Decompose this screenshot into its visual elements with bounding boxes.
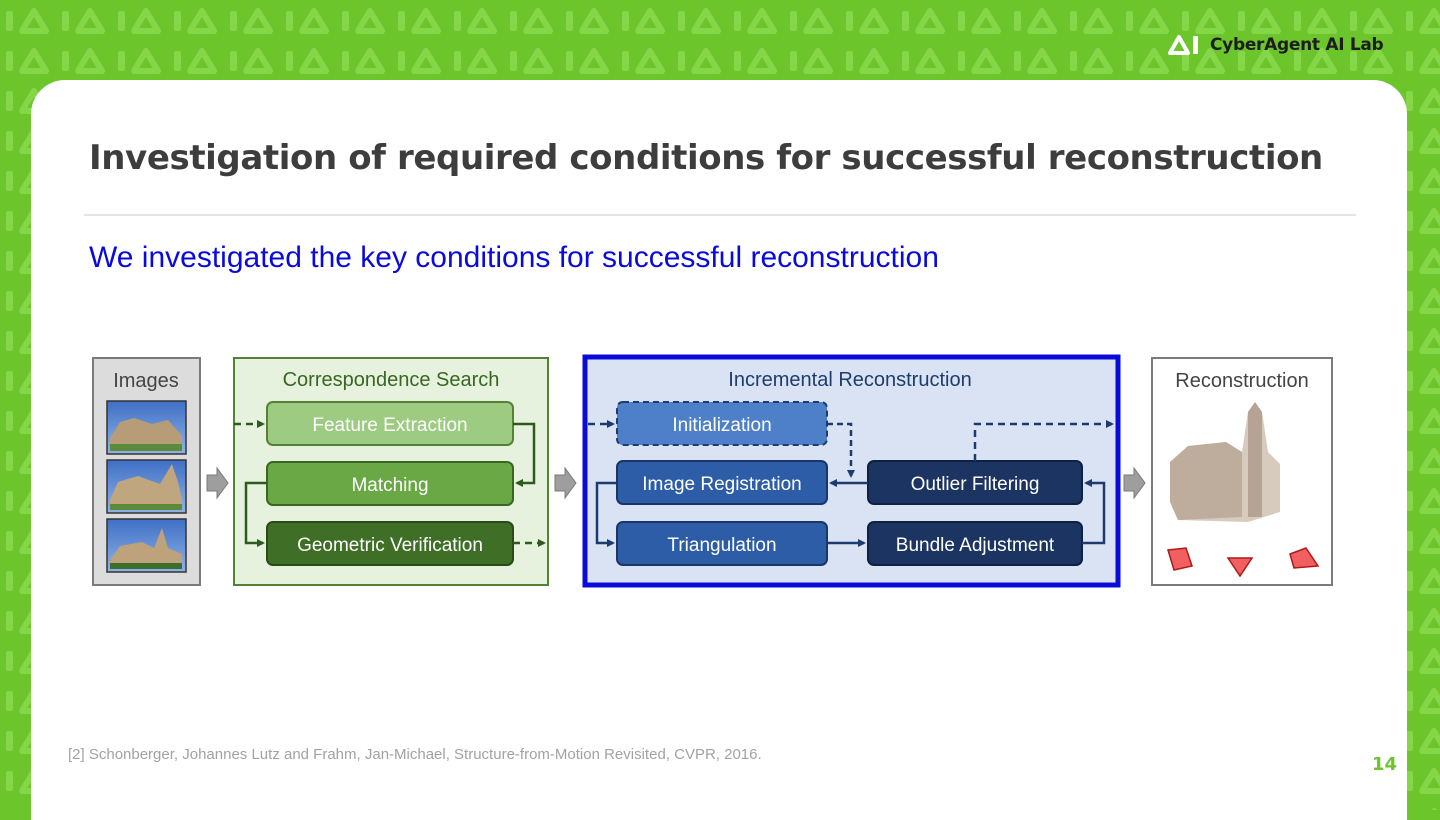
sfm-pipeline-diagram: Images Correspondence Search Feature Ext… xyxy=(92,354,1333,588)
correspondence-search-panel: Correspondence Search Feature Extraction… xyxy=(233,357,549,586)
flow-arrow xyxy=(554,466,577,500)
images-panel-label: Images xyxy=(113,370,179,392)
input-photo xyxy=(106,518,187,573)
cyberagent-ai-logo-icon xyxy=(1168,35,1198,55)
triangulation-label: Triangulation xyxy=(667,535,776,556)
initialization-label: Initialization xyxy=(672,415,771,436)
title-divider xyxy=(84,214,1356,216)
page-number: 14 xyxy=(1372,754,1398,775)
camera-frustum-icon xyxy=(1167,547,1320,578)
image-registration-label: Image Registration xyxy=(642,474,801,495)
incremental-panel-label: Incremental Reconstruction xyxy=(728,369,971,391)
input-photo xyxy=(106,400,187,455)
slide-title: Investigation of required conditions for… xyxy=(89,138,1323,178)
citation-footnote: [2] Schonberger, Johannes Lutz and Frahm… xyxy=(68,746,762,763)
slide-subtitle: We investigated the key conditions for s… xyxy=(89,241,939,274)
bundle-adjustment-label: Bundle Adjustment xyxy=(896,535,1055,556)
point-cloud-image xyxy=(1170,402,1280,522)
logo-text: CyberAgent AI Lab xyxy=(1210,35,1384,55)
incremental-connectors xyxy=(588,420,1114,547)
incremental-reconstruction-panel: Incremental Reconstruction Initializatio… xyxy=(582,354,1121,588)
correspondence-connectors xyxy=(234,420,546,547)
flow-arrow xyxy=(206,466,229,500)
correspondence-panel-label: Correspondence Search xyxy=(283,369,500,391)
images-panel: Images xyxy=(92,357,201,586)
geometric-verification-label: Geometric Verification xyxy=(297,535,483,556)
reconstruction-panel: Reconstruction xyxy=(1151,357,1333,586)
flow-arrow xyxy=(1123,466,1146,500)
feature-extraction-label: Feature Extraction xyxy=(312,415,467,436)
logo: CyberAgent AI Lab xyxy=(1168,30,1384,60)
outlier-filtering-label: Outlier Filtering xyxy=(911,474,1040,495)
reconstruction-panel-label: Reconstruction xyxy=(1175,370,1308,392)
matching-label: Matching xyxy=(351,475,428,496)
input-photo xyxy=(106,459,187,514)
